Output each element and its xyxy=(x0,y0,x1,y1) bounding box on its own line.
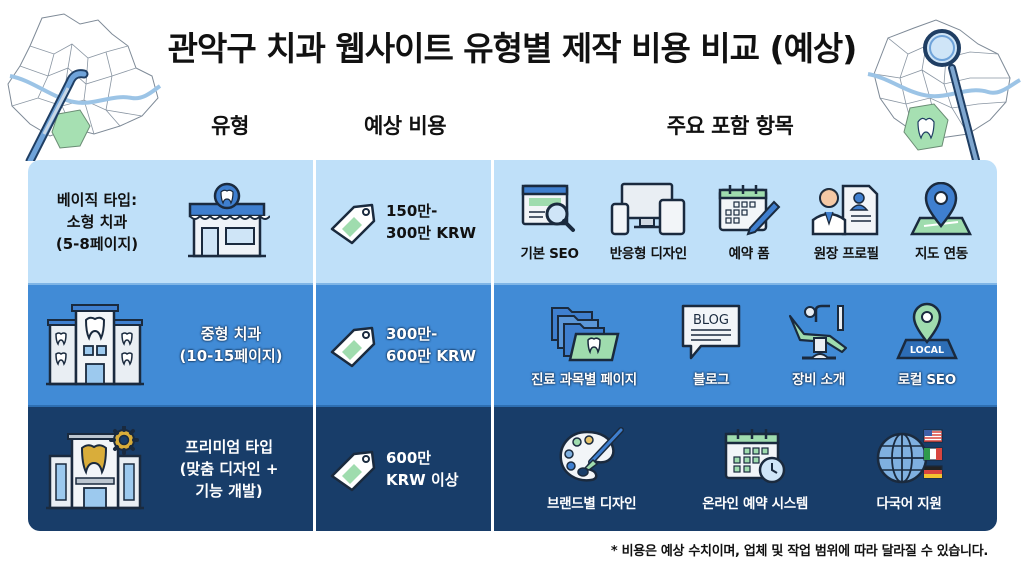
items-cell: 기본 SEO 반응형 디자인 xyxy=(494,160,997,283)
price-tag-icon xyxy=(330,450,376,492)
calendar-pen-icon xyxy=(718,184,781,235)
tooth-folders-icon xyxy=(551,307,620,362)
cost-cell: 600만 KRW 이상 xyxy=(316,407,491,531)
responsive-devices-icon xyxy=(611,182,686,235)
feature-item: 장비 소개 xyxy=(786,302,852,388)
column-header-cost: 예상 비용 xyxy=(363,114,447,138)
page-title: 관악구 치과 웹사이트 유형별 제작 비용 비교 (예상) xyxy=(167,29,858,68)
type-cell: 베이직 타입: 소형 치과 (5-8페이지) xyxy=(28,160,313,283)
feature-item: LOCAL 로컬 SEO xyxy=(894,302,960,388)
feature-list: 진료 과목별 페이지 BLOG 블로그 xyxy=(494,302,997,388)
seoul-map-dental-mirror-icon xyxy=(867,19,1021,163)
cost-cell: 150만- 300만 KRW xyxy=(316,160,491,283)
calendar-clock-icon xyxy=(724,429,786,484)
feature-item: 예약 폼 xyxy=(716,182,782,262)
column-divider xyxy=(313,160,316,531)
type-label: 베이직 타입: 소형 치과 (5-8페이지) xyxy=(55,190,139,253)
column-header-items: 주요 포함 항목 xyxy=(666,114,794,138)
column-header-type: 유형 xyxy=(211,114,249,138)
seoul-map-dental-explorer-icon xyxy=(7,13,162,161)
cost-label: 150만- 300만 KRW xyxy=(386,201,477,242)
small-dental-shop-icon xyxy=(188,182,270,257)
column-divider xyxy=(491,160,494,531)
footnote-disclaimer: * 비용은 예상 수치이며, 업체 및 작업 범위에 따라 달라질 수 있습니다… xyxy=(610,544,988,559)
palette-brush-icon xyxy=(559,427,624,482)
feature-item: 반응형 디자인 xyxy=(610,182,687,262)
type-label: 프리미엄 타입 (맞춤 디자인 + 기능 개발) xyxy=(179,438,279,500)
feature-item: 지도 연동 xyxy=(910,181,973,262)
price-tag-icon xyxy=(330,326,376,368)
table-row-premium: 프리미엄 타입 (맞춤 디자인 + 기능 개발) 600만 KRW 이상 xyxy=(28,405,997,531)
items-cell: 진료 과목별 페이지 BLOG 블로그 xyxy=(494,285,997,405)
type-cell: 중형 치과 (10-15페이지) xyxy=(28,285,313,405)
feature-list: 브랜드별 디자인 xyxy=(494,426,997,512)
dental-chair-icon xyxy=(788,304,847,360)
feature-item: 다국어 지원 xyxy=(874,426,944,512)
browser-magnifier-icon xyxy=(521,184,575,232)
feature-item: 원장 프로필 xyxy=(811,182,881,262)
feature-item: 브랜드별 디자인 xyxy=(547,426,637,512)
map-pin-icon xyxy=(910,181,973,235)
svg-text:BLOG: BLOG xyxy=(693,313,729,328)
cost-comparison-table: 베이직 타입: 소형 치과 (5-8페이지) 15 xyxy=(28,160,997,531)
dental-building-icon xyxy=(46,304,144,386)
premium-building-gear-icon xyxy=(46,426,144,510)
doctor-profile-icon xyxy=(811,184,879,235)
feature-item: 온라인 예약 시스템 xyxy=(702,426,808,512)
cost-label: 600만 KRW 이상 xyxy=(386,449,459,489)
type-label: 중형 치과 (10-15페이지) xyxy=(179,325,283,365)
price-tag-icon xyxy=(330,203,376,244)
feature-list: 기본 SEO 반응형 디자인 xyxy=(494,181,997,262)
feature-item: 진료 과목별 페이지 xyxy=(531,302,637,388)
type-cell: 프리미엄 타입 (맞춤 디자인 + 기능 개발) xyxy=(28,407,313,531)
table-row-medium: 중형 치과 (10-15페이지) 300만- 600만 KRW xyxy=(28,283,997,405)
svg-text:LOCAL: LOCAL xyxy=(910,345,944,356)
blog-bubble-icon: BLOG xyxy=(681,304,741,360)
cost-cell: 300만- 600만 KRW xyxy=(316,285,491,405)
local-map-pin-icon: LOCAL xyxy=(895,302,958,360)
table-row-basic: 베이직 타입: 소형 치과 (5-8페이지) 15 xyxy=(28,160,997,283)
cost-label: 300만- 600만 KRW xyxy=(386,325,477,365)
globe-flags-icon xyxy=(876,429,943,484)
items-cell: 브랜드별 디자인 xyxy=(494,407,997,531)
feature-item: BLOG 블로그 xyxy=(679,302,743,388)
feature-item: 기본 SEO xyxy=(519,182,581,262)
